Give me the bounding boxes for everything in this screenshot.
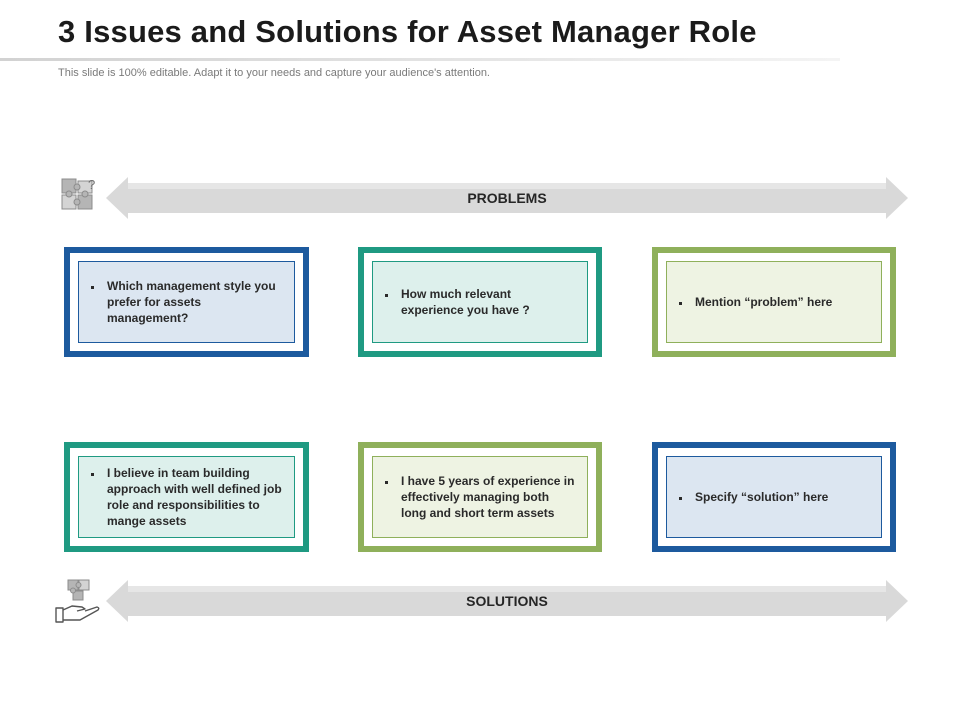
solution-card-2: I have 5 years of experience in effectiv…: [358, 442, 602, 552]
puzzle-question-icon: ?: [52, 177, 102, 219]
title-underline: [0, 58, 840, 61]
solution-card-3: Specify “solution” here: [652, 442, 896, 552]
problem-text-2: How much relevant experience you have ?: [397, 286, 577, 318]
problems-band: PROBLEMS: [106, 177, 908, 219]
problem-text-1: Which management style you prefer for as…: [103, 278, 284, 326]
problems-label: PROBLEMS: [467, 190, 547, 206]
double-arrow-band: [106, 580, 908, 622]
problem-card-2: How much relevant experience you have ?: [358, 247, 602, 357]
solution-text-3: Specify “solution” here: [691, 489, 828, 505]
solution-card-1: I believe in team building approach with…: [64, 442, 309, 552]
page-subtitle: This slide is 100% editable. Adapt it to…: [58, 67, 490, 79]
solution-text-1: I believe in team building approach with…: [103, 465, 284, 529]
problem-card-1: Which management style you prefer for as…: [64, 247, 309, 357]
solution-text-2: I have 5 years of experience in effectiv…: [397, 473, 577, 521]
double-arrow-band: [106, 177, 908, 219]
page-title: 3 Issues and Solutions for Asset Manager…: [58, 14, 757, 49]
solutions-band: SOLUTIONS: [106, 580, 908, 622]
hand-puzzle-icon: [52, 576, 106, 626]
svg-text:?: ?: [88, 177, 95, 192]
problem-text-3: Mention “problem” here: [691, 294, 832, 310]
solutions-label: SOLUTIONS: [466, 593, 548, 609]
problem-card-3: Mention “problem” here: [652, 247, 896, 357]
